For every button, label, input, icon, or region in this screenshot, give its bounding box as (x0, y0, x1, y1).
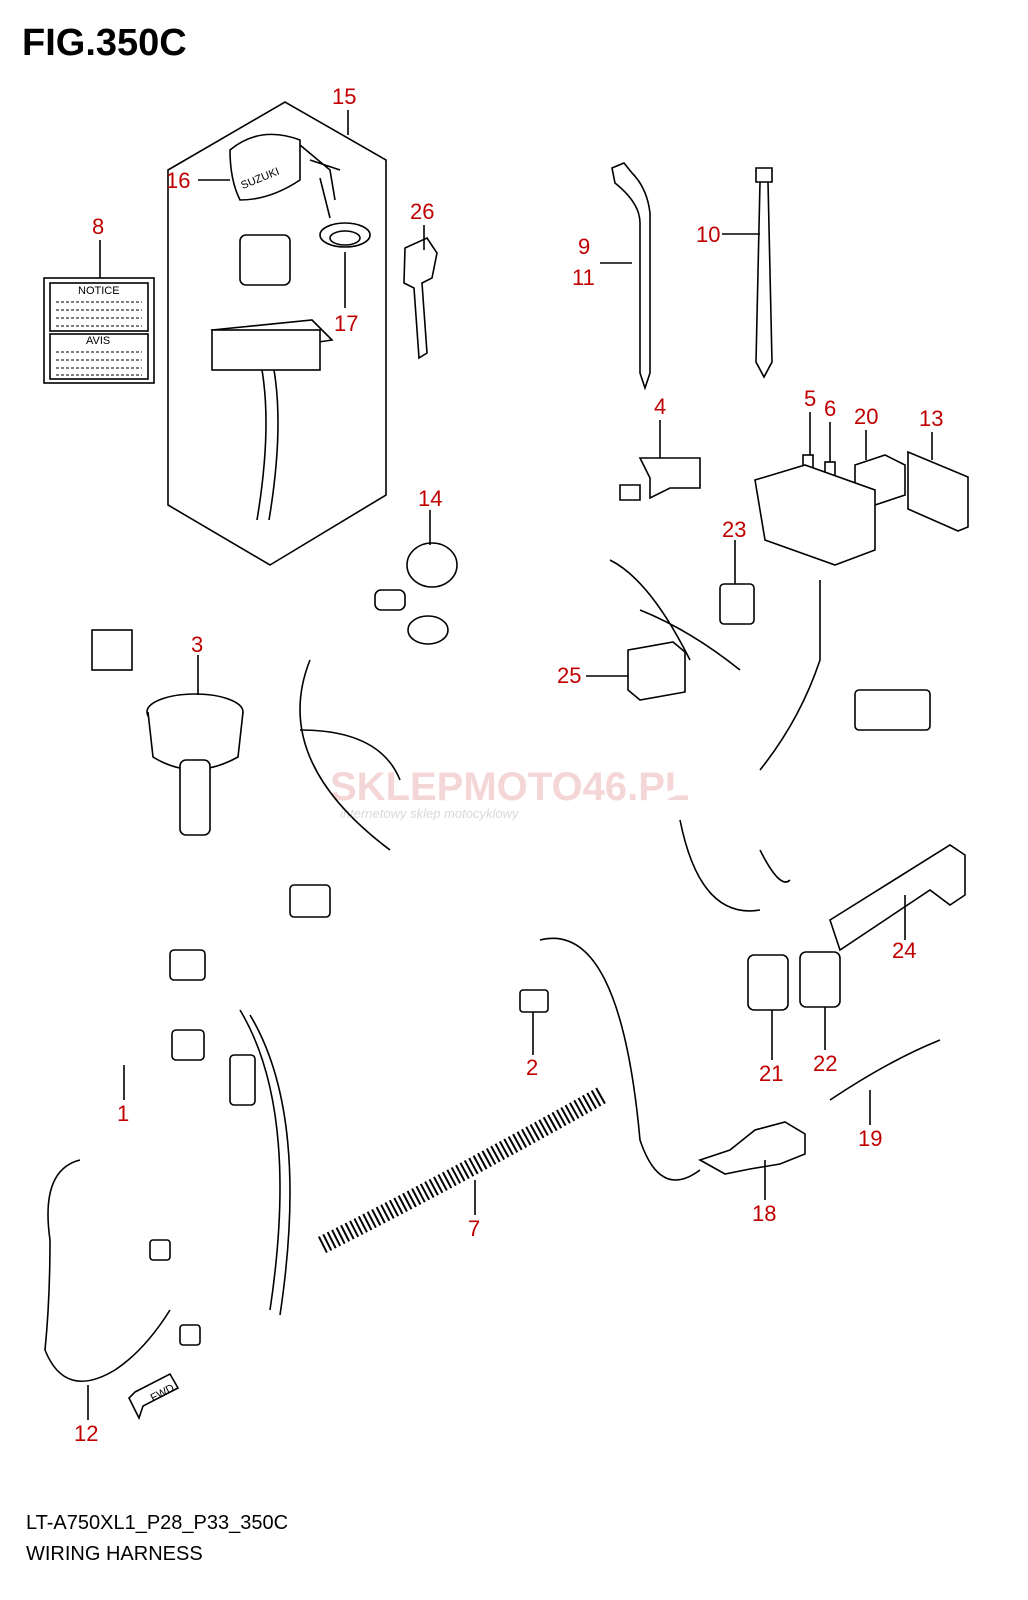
part-1-main-harness[interactable] (46, 559, 931, 1316)
callout-20: 20 (854, 404, 878, 429)
notice-text: NOTICE (78, 285, 120, 297)
callout-12: 12 (74, 1421, 98, 1446)
watermark: SKLEPMOTO46.PL internetowy sklep motocyk… (330, 765, 689, 821)
callout-9: 9 (578, 234, 590, 259)
part-24-bracket[interactable] (829, 844, 966, 952)
watermark-sub: internetowy sklep motocyklowy (340, 806, 520, 821)
callout-26: 26 (410, 199, 434, 224)
part-15-ignition-switch[interactable]: SUZUKI (167, 101, 387, 566)
callout-7: 7 (468, 1216, 480, 1241)
part-26-key[interactable] (403, 236, 438, 360)
callout-19: 19 (858, 1126, 882, 1151)
callout-numbers: 8 16 15 17 26 9 11 10 4 5 6 20 13 14 23 … (74, 84, 943, 1446)
callout-18: 18 (752, 1201, 776, 1226)
callout-21: 21 (759, 1061, 783, 1086)
callout-11: 11 (572, 265, 595, 290)
part-7-corrugated-tube[interactable] (317, 1087, 607, 1254)
part-22-cap[interactable] (799, 951, 841, 1008)
part-18-sensor[interactable] (698, 1121, 806, 1175)
part-4-cap[interactable] (619, 457, 701, 501)
callout-8: 8 (92, 214, 104, 239)
figure-name: WIRING HARNESS (26, 1543, 203, 1565)
avis-text: AVIS (86, 335, 110, 347)
callout-25: 25 (557, 663, 581, 688)
part-25-relay[interactable] (627, 641, 686, 701)
callout-14: 14 (418, 486, 442, 511)
callout-1: 1 (117, 1101, 129, 1126)
part-10-cable-tie[interactable] (755, 167, 773, 379)
figure-code: LT-A750XL1_P28_P33_350C (26, 1512, 289, 1534)
callout-3: 3 (191, 632, 203, 657)
callout-10: 10 (696, 222, 720, 247)
callout-17: 17 (334, 311, 358, 336)
leader-lines (87, 110, 933, 1420)
callout-23: 23 (722, 517, 746, 542)
callout-2: 2 (526, 1055, 538, 1080)
part-21-cap[interactable] (747, 954, 789, 1011)
part-23-connector[interactable] (719, 583, 755, 625)
callout-13: 13 (919, 406, 943, 431)
fuse-box[interactable] (754, 464, 876, 566)
part-9-11-clamp[interactable] (611, 162, 651, 391)
callout-4: 4 (654, 394, 666, 419)
figure-title: FIG.350C (22, 22, 187, 64)
callout-15: 15 (332, 84, 356, 109)
part-3-grommet[interactable] (146, 693, 244, 836)
part-8-notice-label[interactable]: NOTICE AVIS (43, 277, 155, 384)
part-14-accessory-socket[interactable] (374, 542, 458, 645)
part-13-bracket[interactable] (907, 450, 969, 532)
callout-22: 22 (813, 1051, 837, 1076)
part-2-terminal[interactable] (519, 989, 549, 1013)
callout-6: 6 (824, 396, 836, 421)
callout-5: 5 (804, 386, 816, 411)
callout-16: 16 (166, 168, 190, 193)
watermark-main: SKLEPMOTO46.PL (330, 765, 689, 809)
part-19-spring[interactable] (829, 1039, 941, 1101)
callout-24: 24 (892, 938, 916, 963)
part-12-sub-harness[interactable]: FWD (44, 1159, 201, 1421)
